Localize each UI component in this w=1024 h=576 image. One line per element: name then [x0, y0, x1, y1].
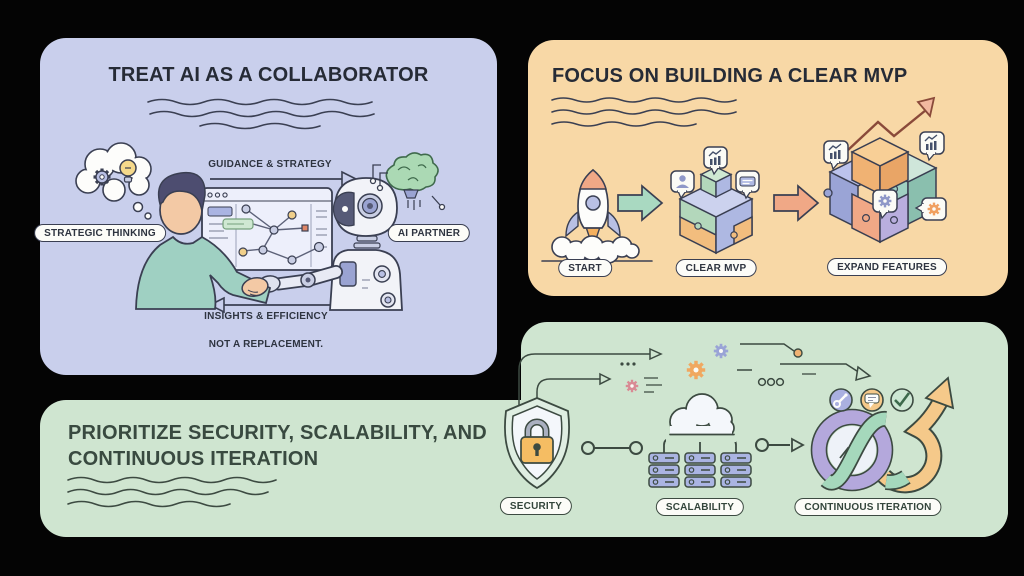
- chart-bubble-icon: [823, 140, 849, 171]
- puzzle-box-icon: [678, 166, 754, 255]
- robot-icon: [257, 177, 403, 311]
- panel-title: TREAT AI AS A COLLABORATOR: [108, 64, 429, 86]
- server-stack-icon: [648, 452, 752, 488]
- panel-title: FOCUS ON BUILDING A CLEAR MVP: [552, 65, 908, 87]
- strategic-thinking-pill: STRATEGIC THINKING: [34, 224, 166, 242]
- panel-prioritize-security: PRIORITIZE SECURITY, SCALABILITY, AND CO…: [40, 322, 1008, 537]
- wrench-badge-icon: [829, 388, 853, 412]
- insights-efficiency-label: INSIGHTS & EFFICIENCY: [204, 311, 328, 322]
- ai-partner-pill: AI PARTNER: [387, 224, 471, 242]
- speech-bubble-icon: [735, 170, 760, 200]
- underline-squiggles: [147, 98, 375, 130]
- gear-bubble-icon: [914, 197, 947, 221]
- rocket-icon: [541, 168, 653, 264]
- orange-block-arrow-icon: [773, 184, 820, 222]
- guidance-arrow-icon: [210, 170, 358, 188]
- scalability-pill: SCALABILITY: [655, 498, 745, 516]
- title-line-2: CONTINUOUS ITERATION: [68, 448, 319, 470]
- small-gear-icon: [624, 378, 640, 394]
- continuous-iteration-pill: CONTINUOUS ITERATION: [794, 498, 942, 516]
- underline-squiggles: [67, 476, 277, 508]
- growth-arrow-icon: [847, 96, 936, 151]
- thought-cloud-icon: [75, 142, 152, 220]
- orange-gear-icon: [685, 359, 707, 381]
- clear-mvp-pill: CLEAR MVP: [675, 259, 757, 277]
- collaborator-illustration: [75, 98, 446, 314]
- brain-icon: [385, 152, 439, 210]
- shield-lock-icon: [504, 397, 570, 490]
- human-icon: [135, 171, 272, 310]
- speech-badge-icon: [860, 388, 884, 412]
- not-a-replacement-caption: NOT A REPLACEMENT.: [208, 339, 324, 350]
- gears-circuit-icon: [518, 343, 872, 408]
- security-pill: SECURITY: [499, 497, 573, 515]
- expand-features-pill: EXPAND FEATURES: [827, 258, 947, 276]
- circuit-traces-icon: [369, 164, 446, 211]
- underline-squiggles: [551, 97, 737, 127]
- handshake-icon: [241, 277, 269, 297]
- whiteboard-flowchart-icon: [201, 187, 333, 271]
- cloud-servers-icon: [648, 393, 752, 488]
- panel-treat-ai-as-collaborator: TREAT AI AS A COLLABORATOR GUIDANCE & ST…: [34, 38, 497, 375]
- panel-title: PRIORITIZE SECURITY, SCALABILITY, AND CO…: [68, 420, 487, 472]
- check-badge-icon: [890, 388, 914, 412]
- infinity-arrows-icon: [810, 376, 955, 494]
- connector-dots-icon: [581, 441, 643, 455]
- gear-icon: [93, 168, 111, 186]
- panel-focus-clear-mvp: FOCUS ON BUILDING A CLEAR MVP START CLEA…: [528, 40, 1008, 296]
- green-block-arrow-icon: [617, 184, 664, 222]
- chart-bubble-icon: [919, 131, 945, 162]
- chart-bubble-icon: [703, 146, 728, 176]
- mvp-illustration: [541, 96, 947, 264]
- start-pill: START: [558, 259, 612, 277]
- security-illustration: [67, 342, 955, 508]
- purple-gear-icon: [712, 342, 730, 360]
- connector-arrow-icon: [755, 437, 805, 453]
- gear-bubble-icon: [872, 189, 898, 220]
- lightbulb-icon: [119, 159, 137, 183]
- title-line-1: PRIORITIZE SECURITY, SCALABILITY, AND: [68, 422, 487, 444]
- guidance-strategy-label: GUIDANCE & STRATEGY: [208, 159, 332, 170]
- person-bubble-icon: [670, 170, 695, 200]
